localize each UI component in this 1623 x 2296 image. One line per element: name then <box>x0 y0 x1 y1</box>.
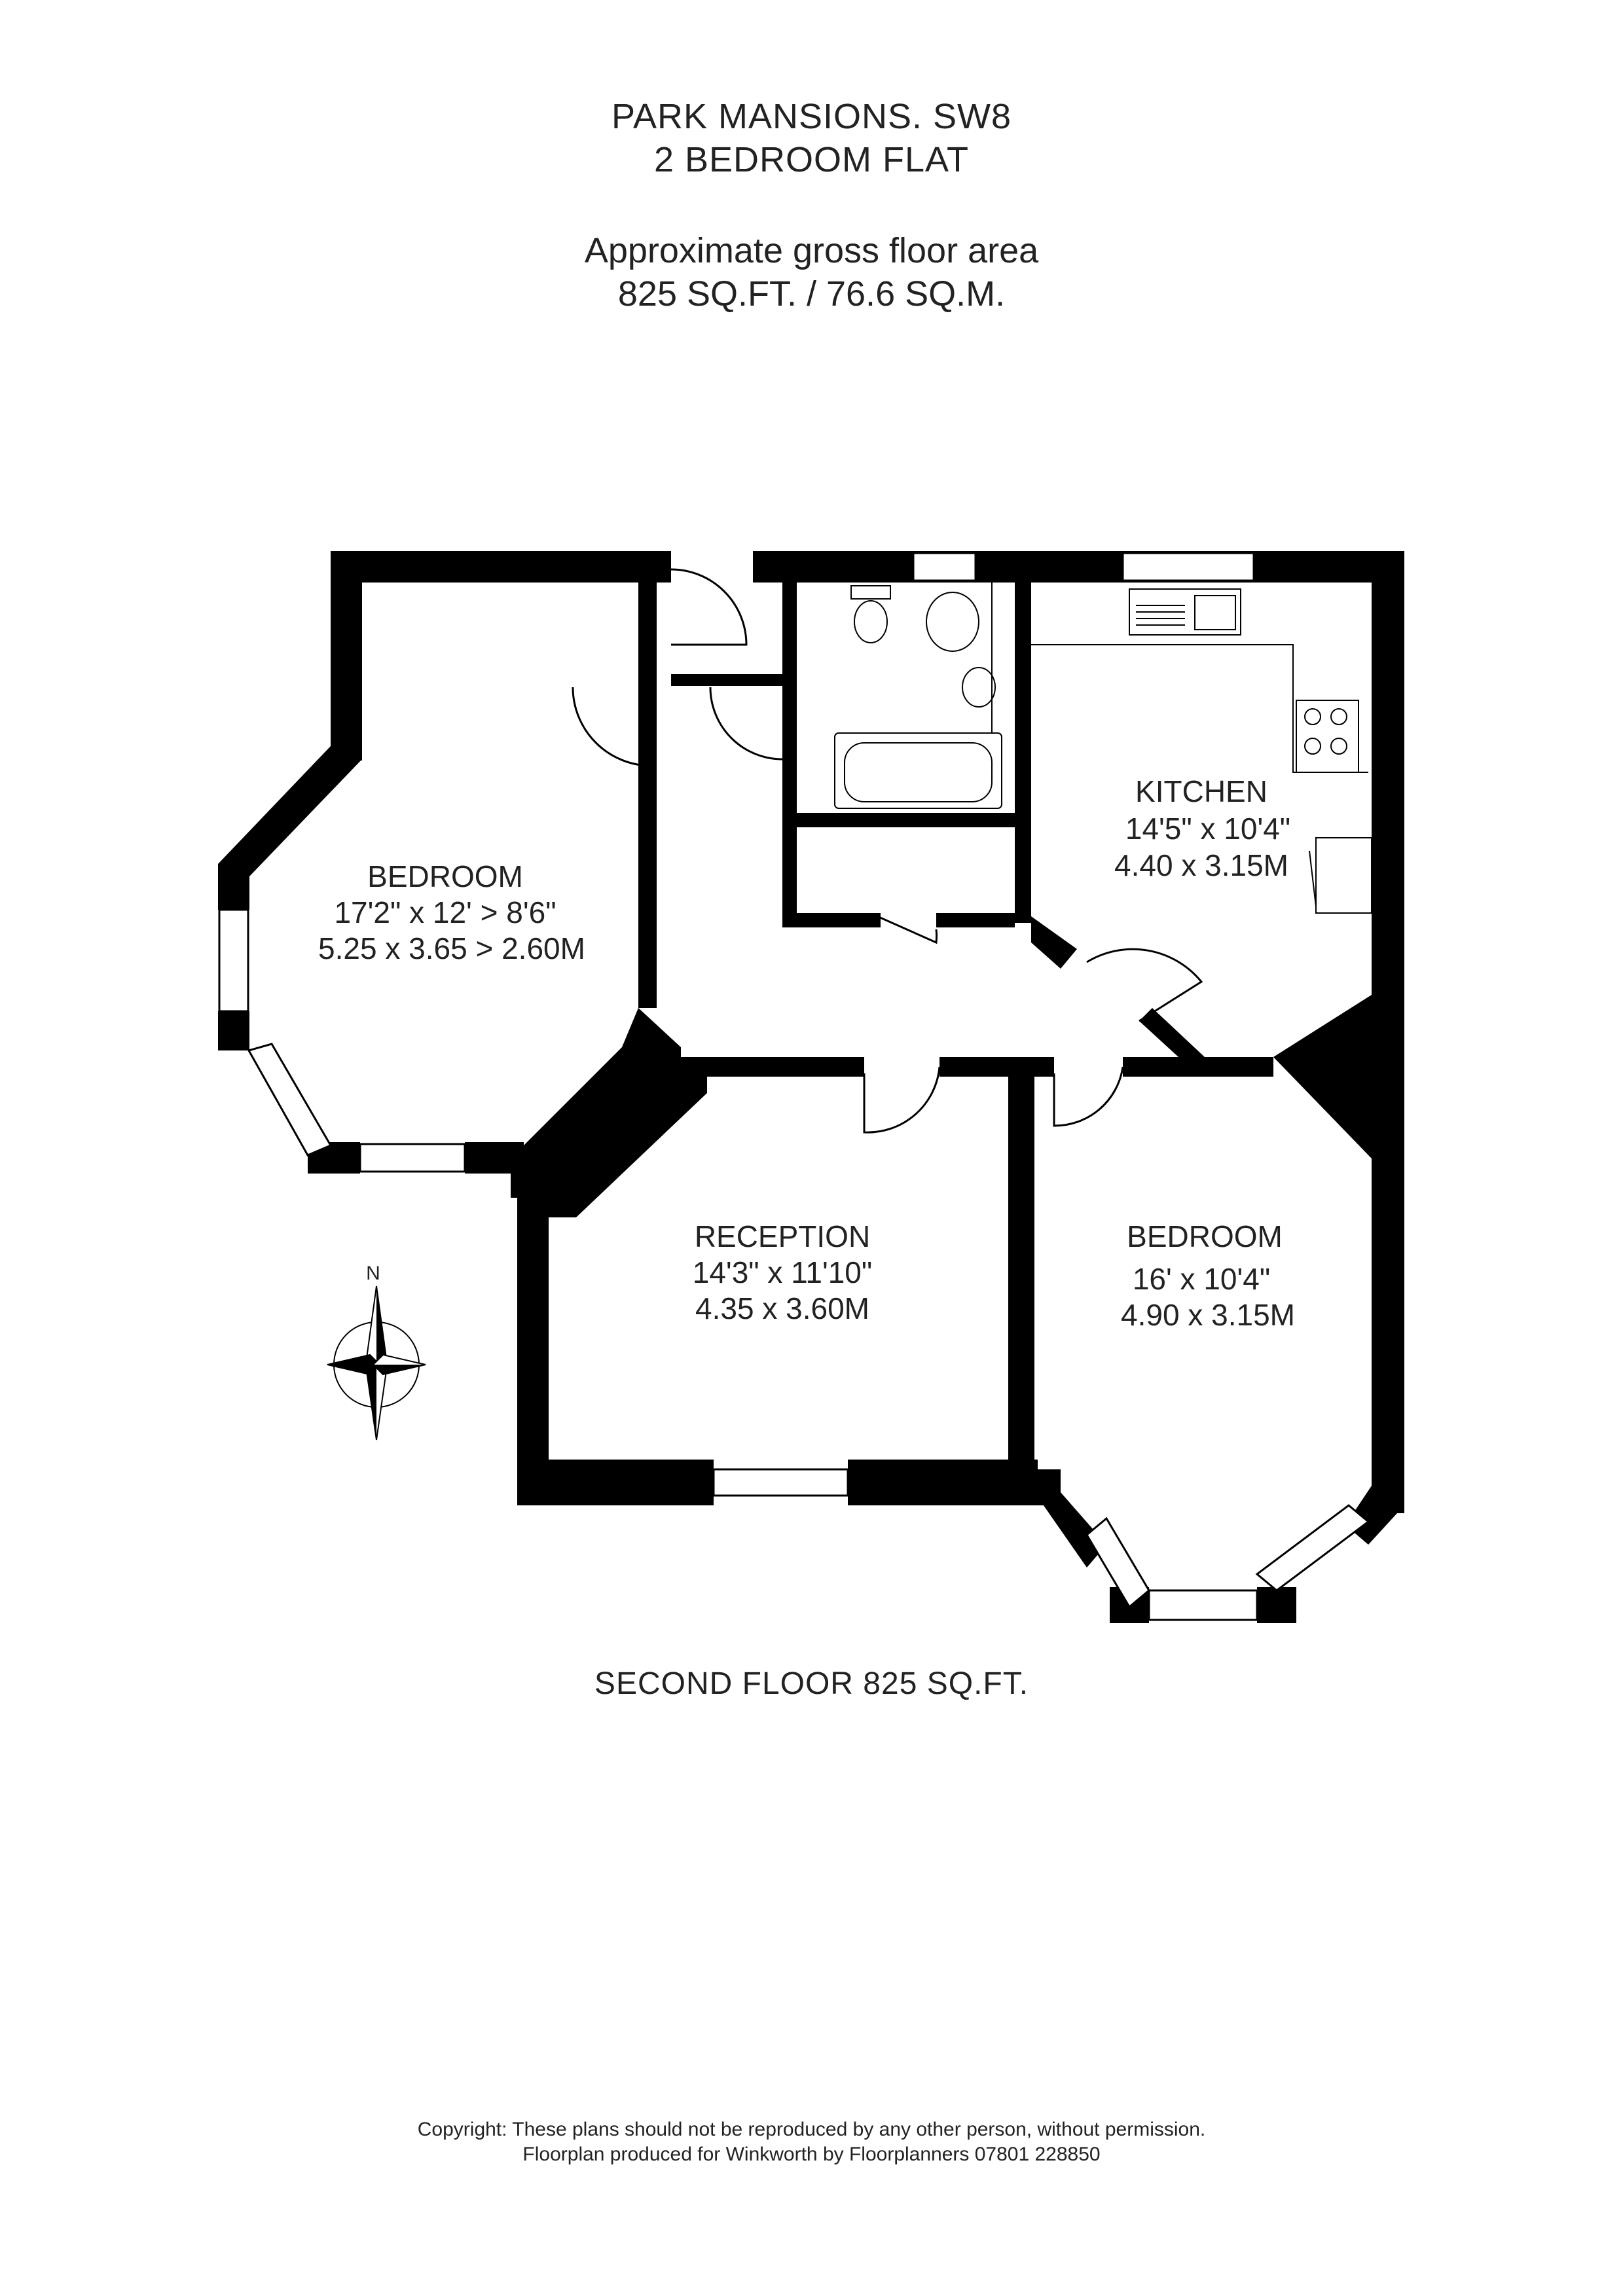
wall-bedroom1-bottom-right <box>465 1142 524 1174</box>
bedroom1-metric: 5.25 x 3.65 > 2.60M <box>318 931 585 965</box>
window-bathroom <box>912 552 977 582</box>
window-bedroom2-bottom <box>1148 1589 1258 1621</box>
doors <box>572 568 1203 1134</box>
wall-bedroom2-top <box>1123 1057 1273 1077</box>
window-bedroom1-diag <box>247 1043 333 1157</box>
wall-kitchen-diag-low <box>1139 1008 1205 1057</box>
wall-bedroom1-left-short <box>218 864 249 910</box>
wall-hall-stub-right <box>710 674 782 686</box>
wall-bath-right <box>1015 583 1031 923</box>
room-labels: BEDROOM 17'2" x 12' > 8'6" 5.25 x 3.65 >… <box>318 774 1295 1332</box>
wall-cupboard-bottom-right <box>936 913 1015 927</box>
wall-bedroom2-diag-left <box>1034 1492 1106 1568</box>
walls <box>218 551 1404 1623</box>
door-bedroom1 <box>572 687 652 767</box>
bedroom2-name: BEDROOM <box>1127 1219 1283 1253</box>
bath <box>834 732 1002 809</box>
window-reception <box>712 1468 849 1497</box>
kitchen-name: KITCHEN <box>1135 774 1267 808</box>
wall-hall-lower-mid <box>939 1057 1044 1077</box>
wall-reception-left <box>517 1172 549 1505</box>
bedroom1-name: BEDROOM <box>367 859 523 893</box>
kitchen-imperial: 14'5" x 10'4" <box>1125 812 1290 846</box>
wall-reception-diag <box>549 1073 707 1217</box>
bedroom1-imperial: 17'2" x 12' > 8'6" <box>334 895 556 929</box>
chimney-bedroom2 <box>1273 995 1372 1158</box>
kitchen-fixtures <box>1031 588 1372 914</box>
windows <box>218 552 1370 1621</box>
wall-cupboard-bottom-left <box>782 913 881 927</box>
window-bedroom1-left <box>218 908 249 1013</box>
wall-reception-bottom-left <box>517 1460 714 1505</box>
basin <box>962 667 996 708</box>
title-block: PARK MANSIONS. SW8 2 BEDROOM FLAT <box>0 95 1623 181</box>
wall-bedroom2-top-stub <box>1034 1057 1054 1077</box>
window-bedroom1-bottom <box>359 1143 466 1173</box>
wall-bedroom1-left-low <box>218 1011 249 1050</box>
door-cupboard <box>877 915 938 944</box>
door-bedroom2 <box>1053 1066 1124 1127</box>
bedroom2-metric: 4.90 x 3.15M <box>1121 1298 1295 1332</box>
wall-hall-lower-left <box>655 1057 864 1077</box>
kitchen-sink <box>1129 588 1241 636</box>
wall-bedroom1-diag-upper <box>218 746 362 877</box>
chimney-diag <box>511 1008 681 1198</box>
property-name: PARK MANSIONS. SW8 <box>611 97 1012 136</box>
basin-upper <box>926 592 979 652</box>
floor-label: SECOND FLOOR 825 SQ.FT. <box>594 1666 1029 1701</box>
wall-bath-left <box>782 583 797 864</box>
producer-text: Floorplan produced for Winkworth by Floo… <box>522 2144 1101 2165</box>
kitchen-worktop <box>1031 644 1368 773</box>
wall-top-left <box>331 551 671 583</box>
area-label: Approximate gross floor area <box>584 231 1039 270</box>
door-entrance <box>670 568 748 646</box>
reception-imperial: 14'3" x 11'10" <box>693 1255 872 1289</box>
copyright-text: Copyright: These plans should not be rep… <box>417 2119 1206 2140</box>
wall-reception-right <box>1008 1060 1034 1505</box>
door-reception <box>863 1066 941 1134</box>
compass-icon: N <box>327 1263 426 1441</box>
wall-bath-bottom <box>782 813 1015 827</box>
wall-bedroom1-left-top <box>331 551 362 761</box>
reception-name: RECEPTION <box>695 1219 870 1253</box>
toilet-bowl <box>854 600 888 643</box>
door-bathroom <box>709 687 783 761</box>
compass-north-label: N <box>366 1263 380 1284</box>
wall-reception-bottom-right <box>848 1460 1038 1505</box>
bathroom-fixtures <box>834 583 1002 809</box>
kitchen-metric: 4.40 x 3.15M <box>1114 848 1288 882</box>
door-kitchen <box>1086 948 1203 1022</box>
reception-metric: 4.35 x 3.60M <box>695 1291 869 1325</box>
sink-bowl <box>1194 595 1236 630</box>
wall-bedroom2-diag-right <box>1345 1486 1404 1545</box>
window-kitchen <box>1122 552 1255 582</box>
wall-top-right <box>753 551 1401 583</box>
area-value: 825 SQ.FT. / 76.6 SQ.M. <box>617 274 1006 314</box>
bedroom2-imperial: 16' x 10'4" <box>1133 1262 1270 1296</box>
wall-kitchen-diag <box>1031 916 1077 969</box>
wall-bedroom2-bottom-right <box>1257 1587 1296 1623</box>
copyright-block: Copyright: These plans should not be rep… <box>0 2117 1623 2167</box>
wall-right <box>1372 551 1404 1513</box>
hob <box>1296 700 1359 773</box>
area-block: Approximate gross floor area 825 SQ.FT. … <box>0 229 1623 315</box>
window-bedroom2-right <box>1255 1504 1370 1592</box>
cupboard-unit <box>1315 837 1372 914</box>
flat-type: 2 BEDROOM FLAT <box>653 140 970 179</box>
toilet-cistern <box>850 585 891 600</box>
wall-cupboard-left <box>782 851 797 926</box>
wall-bedroom1-right <box>638 583 657 1008</box>
